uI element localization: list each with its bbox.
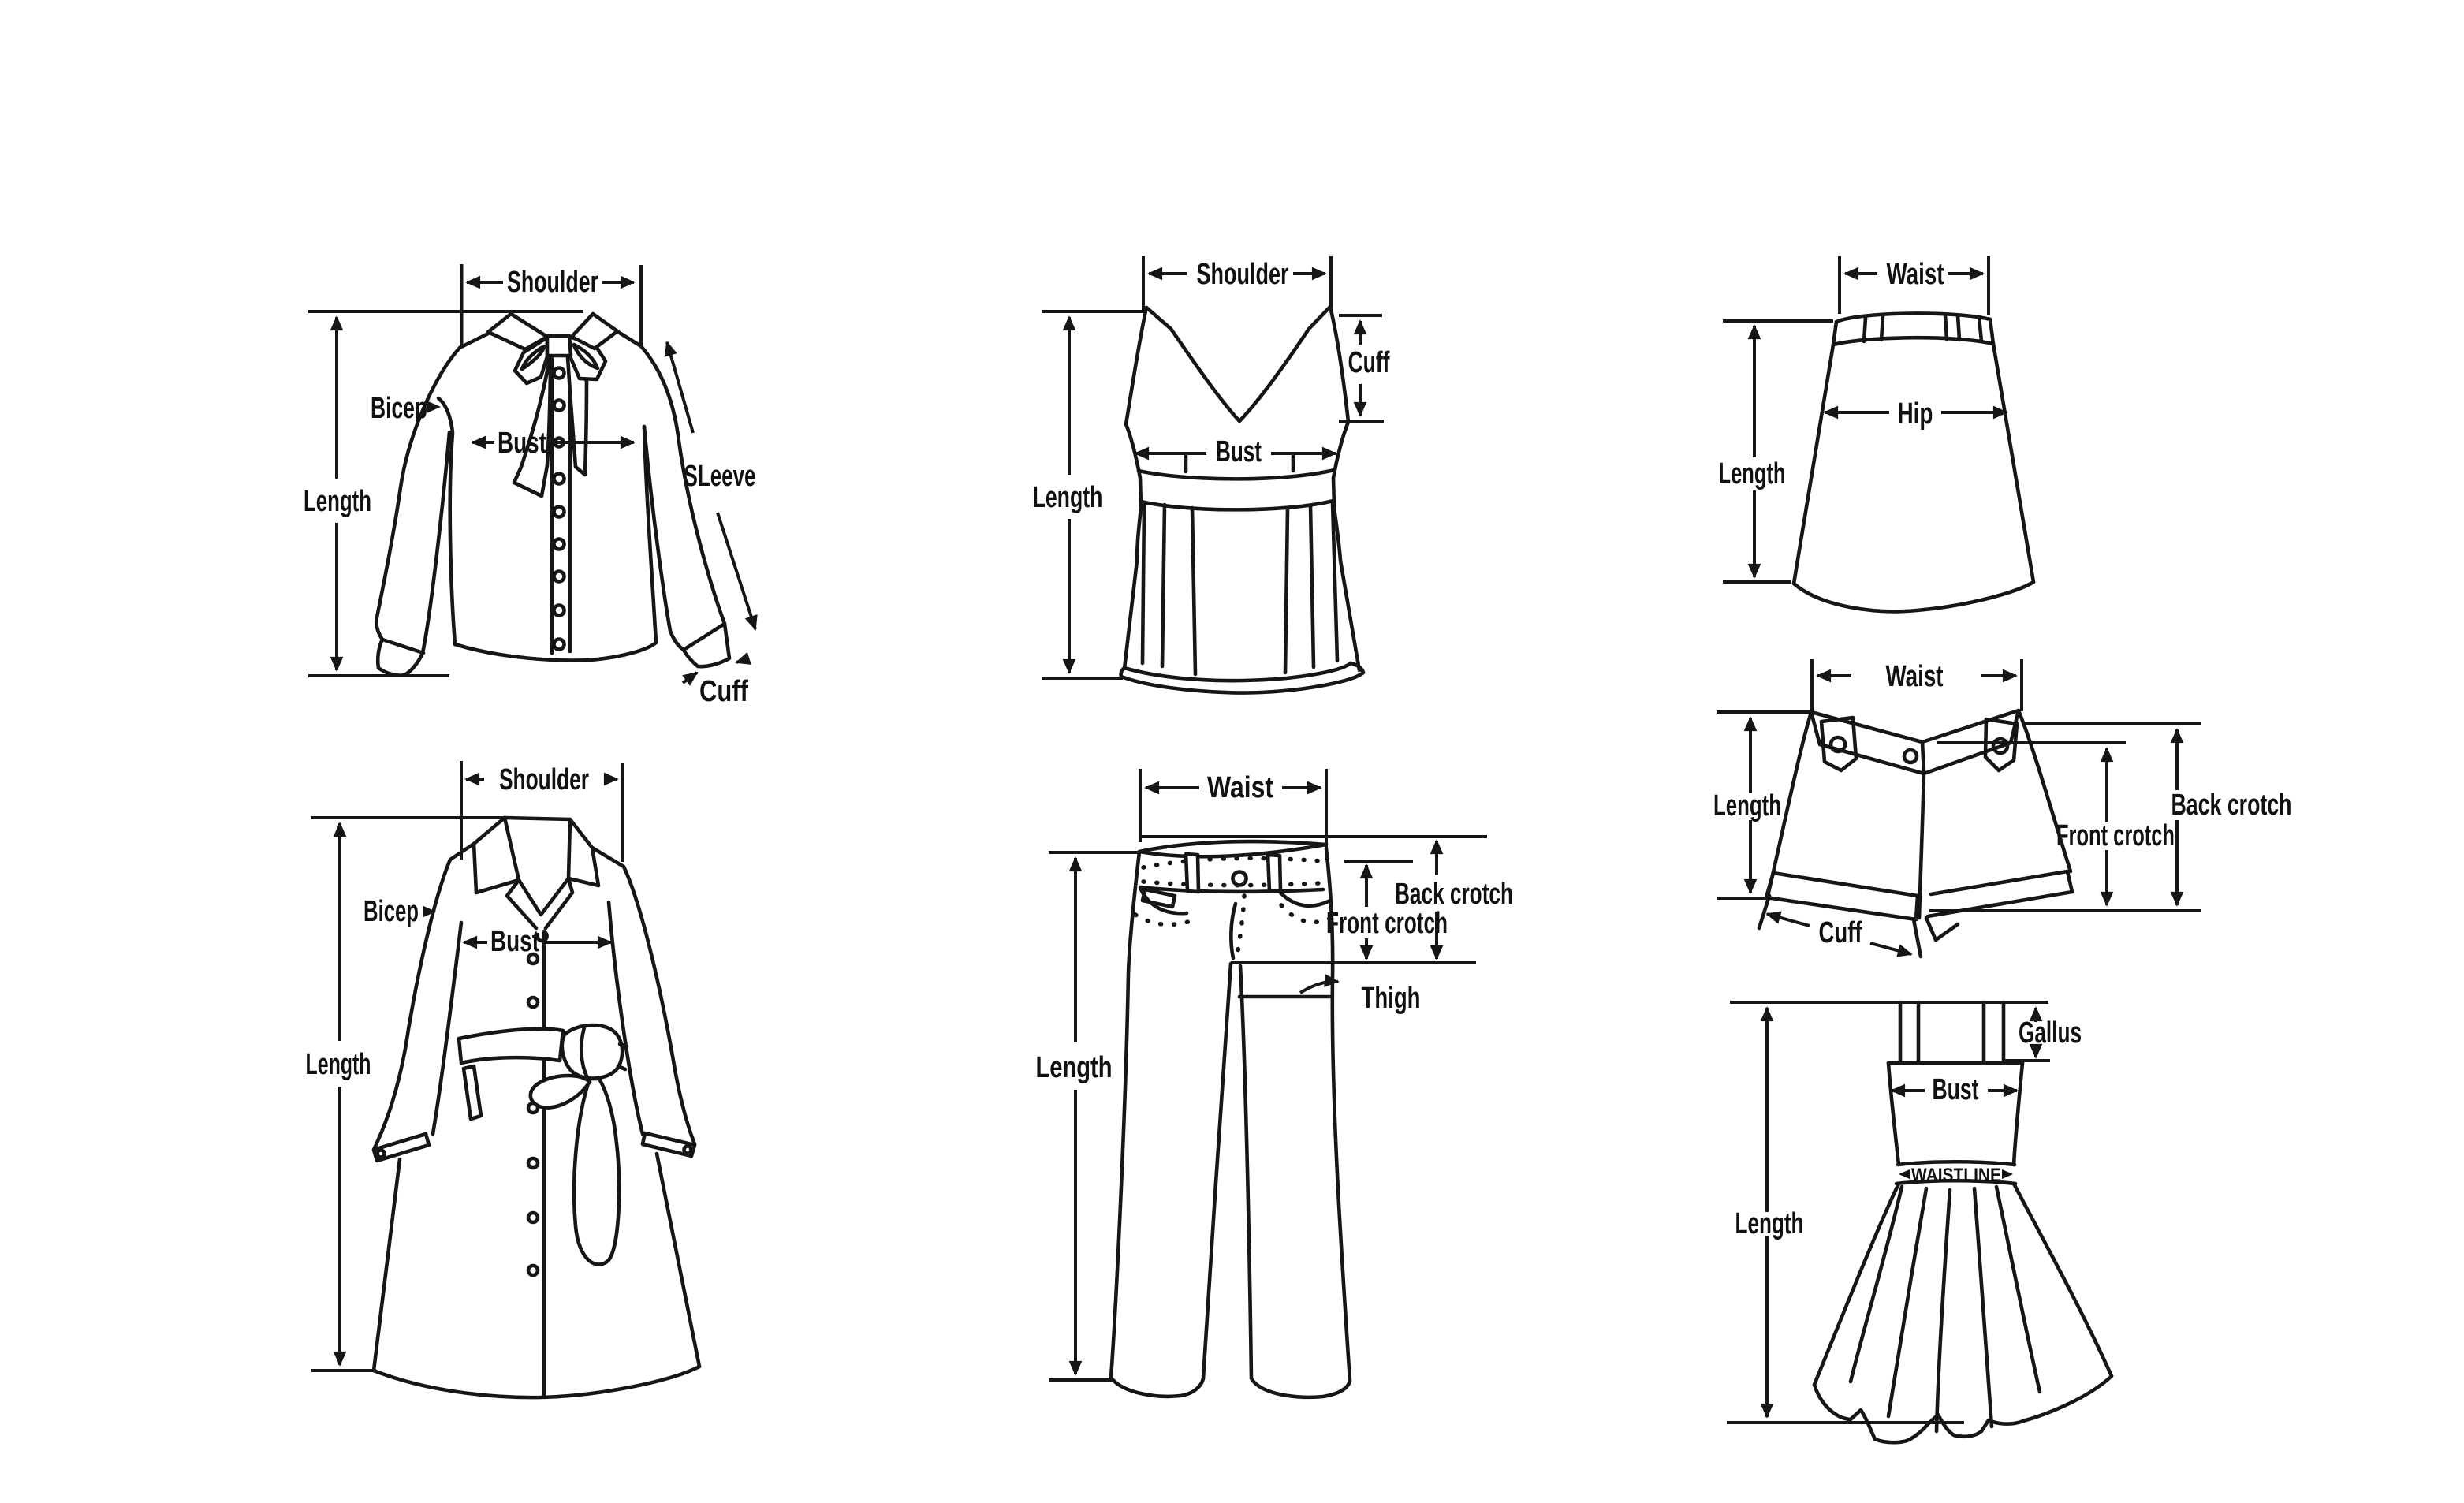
svg-text:Waist: Waist xyxy=(1207,771,1273,804)
svg-text:Waist: Waist xyxy=(1887,258,1944,291)
svg-text:Shoulder: Shoulder xyxy=(507,266,598,299)
svg-text:Thigh: Thigh xyxy=(1362,982,1421,1015)
svg-text:Length: Length xyxy=(1735,1207,1804,1240)
svg-text:Shoulder: Shoulder xyxy=(499,763,589,796)
svg-text:Bicep: Bicep xyxy=(363,895,419,928)
svg-text:Shoulder: Shoulder xyxy=(1197,258,1289,291)
svg-text:Front crotch: Front crotch xyxy=(2056,819,2175,852)
svg-text:Bust: Bust xyxy=(1933,1073,1979,1106)
svg-text:SLeeve: SLeeve xyxy=(684,460,756,493)
svg-text:Length: Length xyxy=(306,1048,371,1081)
svg-text:Back crotch: Back crotch xyxy=(1395,878,1513,911)
svg-text:Hip: Hip xyxy=(1898,397,1933,431)
svg-text:Length: Length xyxy=(304,485,371,518)
svg-text:Length: Length xyxy=(1033,481,1103,514)
svg-text:Bicep: Bicep xyxy=(371,392,427,425)
svg-text:Length: Length xyxy=(1713,789,1781,822)
svg-text:Length: Length xyxy=(1719,457,1786,490)
svg-text:Cuff: Cuff xyxy=(699,675,748,708)
svg-text:Front crotch: Front crotch xyxy=(1326,907,1448,940)
svg-text:Bust: Bust xyxy=(490,925,539,958)
svg-text:Length: Length xyxy=(1036,1051,1113,1084)
svg-text:Waist: Waist xyxy=(1886,660,1944,693)
svg-text:Gallus: Gallus xyxy=(2019,1016,2082,1050)
svg-text:Cuff: Cuff xyxy=(1348,346,1390,379)
svg-text:Cuff: Cuff xyxy=(1819,916,1862,949)
svg-text:Back crotch: Back crotch xyxy=(2171,789,2292,822)
svg-text:Bust: Bust xyxy=(498,427,546,460)
svg-text:WAISTLINE: WAISTLINE xyxy=(1911,1165,2001,1186)
svg-text:Bust: Bust xyxy=(1216,435,1262,468)
